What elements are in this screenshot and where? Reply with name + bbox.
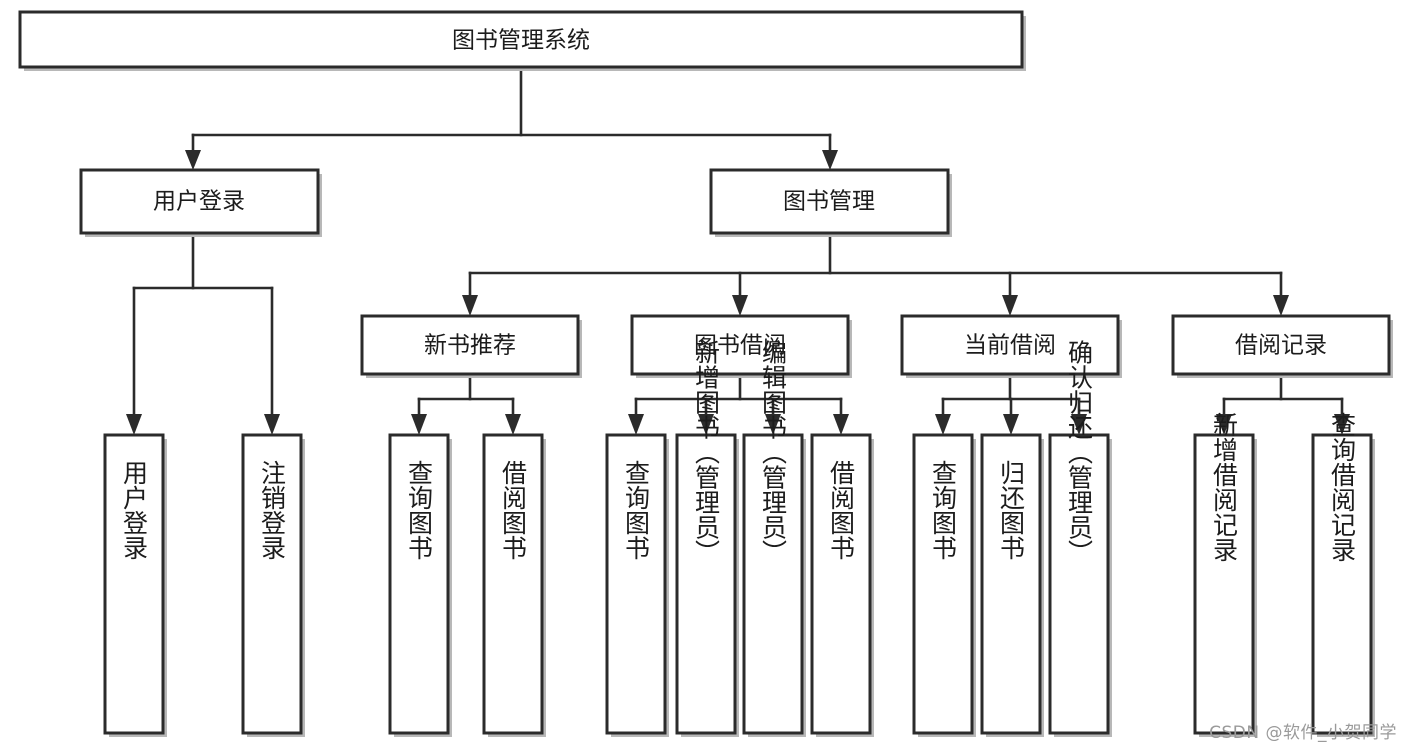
node-leaf-bookborrow-add-box[interactable] [675, 433, 737, 735]
node-root-box[interactable] [18, 10, 1024, 69]
arrow-br-leaf-1 [1216, 414, 1232, 435]
node-leaf-bookborrow-edit[interactable]: 编辑图书（管理员） [742, 340, 806, 738]
arrow-user-login-leaf-1 [126, 414, 142, 435]
node-leaf-record-add-label: 新增借阅记录 [1210, 412, 1239, 562]
node-leaf-bookborrow-borrow-label: 借阅图书 [827, 460, 856, 560]
node-new-book-recommend[interactable]: 新书推荐 [360, 314, 582, 378]
arrow-br-leaf-2 [1334, 414, 1350, 435]
node-leaf-currentborrow-query-box[interactable] [912, 433, 974, 735]
node-leaf-newbook-borrow[interactable]: 借阅图书 [482, 433, 546, 737]
arrow-nb-leaf-1 [411, 414, 427, 435]
node-leaf-user-login-logout-box[interactable] [241, 433, 303, 735]
connector-layer [126, 65, 1350, 435]
node-current-borrow-box[interactable] [900, 314, 1120, 376]
node-book-management[interactable]: 图书管理 [709, 168, 952, 237]
arrow-bb-leaf-2 [698, 414, 714, 435]
node-new-book-recommend-label: 新书推荐 [424, 333, 516, 359]
arrow-nb-leaf-2 [505, 414, 521, 435]
node-leaf-bookborrow-borrow[interactable]: 借阅图书 [810, 433, 874, 737]
node-user-login-box[interactable] [79, 168, 320, 235]
node-leaf-record-add-box[interactable] [1193, 433, 1255, 735]
node-current-borrow[interactable]: 当前借阅 [900, 314, 1122, 378]
arrow-root-to-book-mgmt [822, 150, 838, 170]
node-leaf-user-login-logout-label: 注销登录 [258, 460, 287, 560]
node-user-login[interactable]: 用户登录 [79, 168, 322, 237]
arrow-root-to-user-login [185, 150, 201, 170]
arrow-bm-to-borrow-record [1273, 295, 1289, 316]
node-leaf-newbook-query[interactable]: 查询图书 [388, 433, 452, 737]
node-leaf-currentborrow-confirm-label: 确认归还（管理员） [1065, 340, 1094, 565]
arrow-bm-to-current-borrow [1002, 295, 1018, 316]
node-leaf-currentborrow-return-box[interactable] [980, 433, 1042, 735]
node-borrow-record[interactable]: 借阅记录 [1171, 314, 1393, 378]
node-borrow-record-label: 借阅记录 [1235, 333, 1327, 359]
node-leaf-record-add[interactable]: 新增借阅记录 [1193, 412, 1257, 737]
node-leaf-currentborrow-return-label: 归还图书 [997, 460, 1026, 560]
node-leaf-newbook-query-box[interactable] [388, 433, 450, 735]
node-book-borrow[interactable]: 图书借阅 [630, 314, 852, 378]
arrow-cb-leaf-1 [935, 414, 951, 435]
node-borrow-record-box[interactable] [1171, 314, 1391, 376]
node-leaf-bookborrow-add[interactable]: 新增图书（管理员） [675, 340, 739, 738]
arrow-bm-to-book-borrow [732, 295, 748, 316]
node-book-management-label: 图书管理 [783, 189, 875, 215]
node-leaf-currentborrow-return[interactable]: 归还图书 [980, 433, 1044, 737]
node-root[interactable]: 图书管理系统 [18, 10, 1026, 71]
node-book-management-box[interactable] [709, 168, 950, 235]
arrow-bb-leaf-3 [765, 414, 781, 435]
node-current-borrow-label: 当前借阅 [964, 333, 1056, 359]
node-leaf-record-query-box[interactable] [1311, 433, 1373, 735]
node-leaf-bookborrow-query-box[interactable] [605, 433, 667, 735]
node-leaf-currentborrow-query-label: 查询图书 [929, 460, 958, 560]
node-leaf-user-login-login-label: 用户登录 [120, 460, 149, 560]
arrow-user-login-leaf-2 [264, 414, 280, 435]
node-leaf-bookborrow-add-label: 新增图书（管理员） [692, 340, 721, 565]
node-leaf-newbook-query-label: 查询图书 [405, 460, 434, 560]
node-leaf-user-login-login-box[interactable] [103, 433, 165, 735]
node-leaf-currentborrow-confirm-box[interactable] [1048, 433, 1110, 735]
node-leaf-bookborrow-borrow-box[interactable] [810, 433, 872, 735]
node-leaf-newbook-borrow-box[interactable] [482, 433, 544, 735]
node-leaf-newbook-borrow-label: 借阅图书 [499, 460, 528, 560]
node-leaf-bookborrow-query[interactable]: 查询图书 [605, 433, 669, 737]
arrow-bb-leaf-4 [833, 414, 849, 435]
node-leaf-currentborrow-query[interactable]: 查询图书 [912, 433, 976, 737]
node-leaf-bookborrow-edit-box[interactable] [742, 433, 804, 735]
node-book-borrow-label: 图书借阅 [694, 333, 786, 359]
node-book-borrow-box[interactable] [630, 314, 850, 376]
arrow-cb-leaf-2 [1003, 414, 1019, 435]
node-leaf-record-query-label: 查询借阅记录 [1328, 412, 1357, 562]
node-leaf-bookborrow-edit-label: 编辑图书（管理员） [759, 340, 788, 565]
node-leaf-currentborrow-confirm[interactable]: 确认归还（管理员） [1048, 340, 1112, 738]
node-root-label: 图书管理系统 [452, 28, 590, 54]
arrow-bm-to-new-book [462, 295, 478, 316]
node-new-book-recommend-box[interactable] [360, 314, 580, 376]
node-leaf-user-login-logout[interactable]: 注销登录 [241, 433, 305, 737]
node-leaf-bookborrow-query-label: 查询图书 [622, 460, 651, 560]
node-leaf-user-login-login[interactable]: 用户登录 [103, 433, 167, 737]
node-leaf-record-query[interactable]: 查询借阅记录 [1311, 412, 1375, 737]
node-user-login-label: 用户登录 [153, 189, 245, 215]
arrow-cb-leaf-3 [1071, 414, 1087, 435]
arrow-bb-leaf-1 [628, 414, 644, 435]
